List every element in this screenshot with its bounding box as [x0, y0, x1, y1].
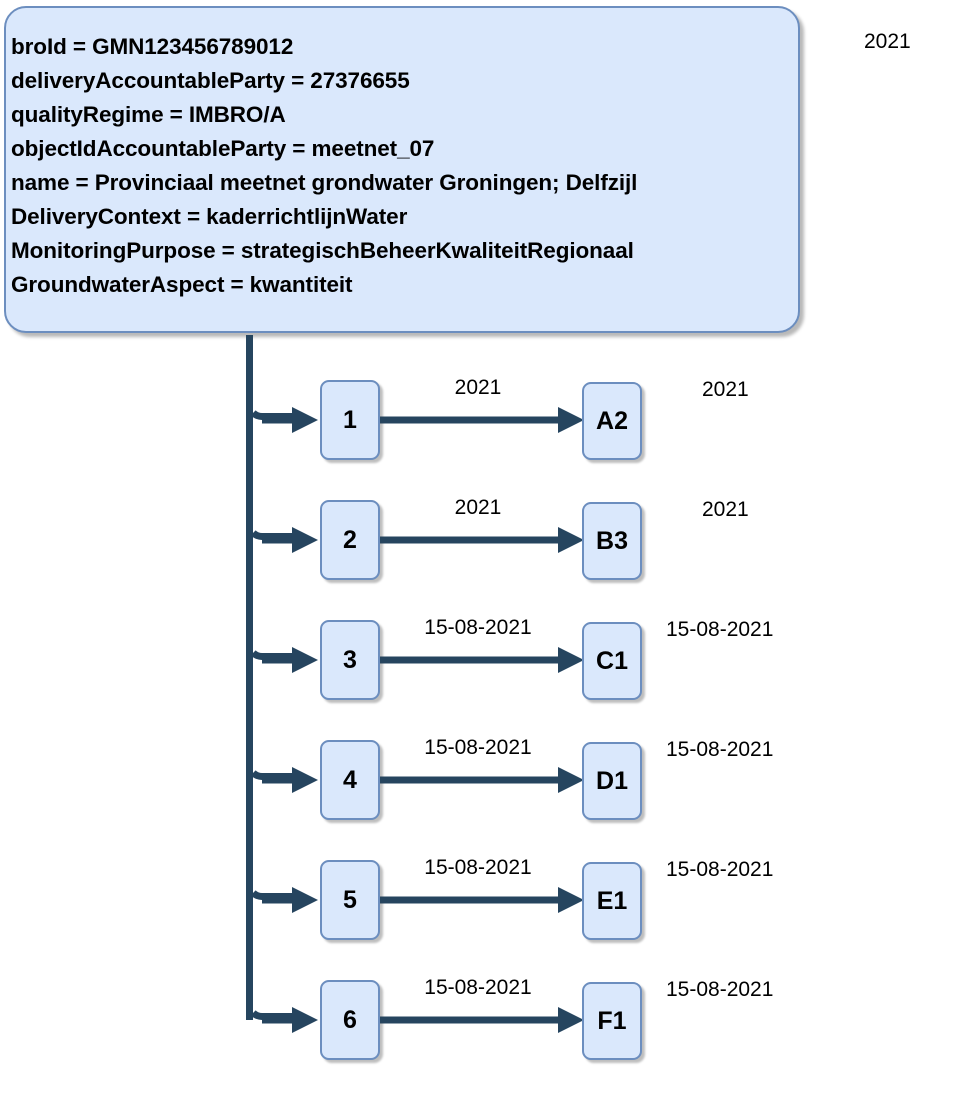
relation-arrow-icon [380, 526, 584, 554]
gmn-attribute-line: broId = GMN123456789012 [11, 34, 294, 59]
row-date-label: 15-08-2021 [666, 618, 774, 641]
measuring-point-row: 3 15-08-2021 C1 15-08-2021 [0, 616, 960, 740]
gmn-attribute-box[interactable]: broId = GMN123456789012 deliveryAccountab… [4, 6, 800, 333]
measuring-point-node[interactable]: 5 [320, 860, 380, 940]
relation-date-label: 2021 [454, 376, 502, 399]
measuring-point-row: 5 15-08-2021 E1 15-08-2021 [0, 856, 960, 980]
relation-arrow-icon [380, 1006, 584, 1034]
branch-arrow-icon [262, 525, 318, 555]
groundwater-monitoring-well-node[interactable]: F1 [582, 982, 642, 1060]
trunk-connector [246, 335, 253, 1020]
relation-arrow-icon [380, 406, 584, 434]
branch-arrow-icon [262, 1005, 318, 1035]
row-date-label: 2021 [702, 378, 749, 401]
gmn-attribute-line: objectIdAccountableParty = meetnet_07 [11, 136, 435, 161]
measuring-point-node[interactable]: 2 [320, 500, 380, 580]
measuring-point-node[interactable]: 4 [320, 740, 380, 820]
relation-arrow-icon [380, 646, 584, 674]
groundwater-monitoring-well-node[interactable]: C1 [582, 622, 642, 700]
gmn-attribute-line: DeliveryContext = kaderrichtlijnWater [11, 204, 408, 229]
gmn-registration-year-label: 2021 [864, 30, 911, 53]
measuring-point-row: 2 2021 B3 2021 [0, 496, 960, 620]
relation-date-label: 15-08-2021 [424, 976, 532, 999]
relation-date-label: 15-08-2021 [424, 736, 532, 759]
relation-arrow-icon [380, 886, 584, 914]
groundwater-monitoring-well-node[interactable]: B3 [582, 502, 642, 580]
row-date-label: 15-08-2021 [666, 858, 774, 881]
gmn-attribute-list: broId = GMN123456789012 deliveryAccountab… [7, 30, 799, 302]
relation-date-label: 15-08-2021 [424, 856, 532, 879]
gmn-attribute-line: qualityRegime = IMBRO/A [11, 102, 286, 127]
groundwater-monitoring-well-node[interactable]: A2 [582, 382, 642, 460]
measuring-point-node[interactable]: 6 [320, 980, 380, 1060]
measuring-point-row: 1 2021 A2 2021 [0, 376, 960, 500]
measuring-point-row: 6 15-08-2021 F1 15-08-2021 [0, 976, 960, 1100]
relation-date-label: 15-08-2021 [424, 616, 532, 639]
measuring-point-node[interactable]: 1 [320, 380, 380, 460]
branch-arrow-icon [262, 405, 318, 435]
row-date-label: 2021 [702, 498, 749, 521]
relation-date-label: 2021 [454, 496, 502, 519]
branch-arrow-icon [262, 645, 318, 675]
gmn-attribute-line: deliveryAccountableParty = 27376655 [11, 68, 410, 93]
groundwater-monitoring-well-node[interactable]: E1 [582, 862, 642, 940]
relation-arrow-icon [380, 766, 584, 794]
row-date-label: 15-08-2021 [666, 738, 774, 761]
branch-arrow-icon [262, 765, 318, 795]
measuring-point-row: 4 15-08-2021 D1 15-08-2021 [0, 736, 960, 860]
gmn-attribute-line: MonitoringPurpose = strategischBeheerKwa… [11, 238, 634, 263]
groundwater-monitoring-well-node[interactable]: D1 [582, 742, 642, 820]
row-date-label: 15-08-2021 [666, 978, 774, 1001]
branch-arrow-icon [262, 885, 318, 915]
diagram-canvas: broId = GMN123456789012 deliveryAccountab… [0, 6, 960, 1060]
gmn-attribute-line: name = Provinciaal meetnet grondwater Gr… [11, 170, 638, 195]
gmn-attribute-line: GroundwaterAspect = kwantiteit [11, 272, 353, 297]
measuring-point-node[interactable]: 3 [320, 620, 380, 700]
